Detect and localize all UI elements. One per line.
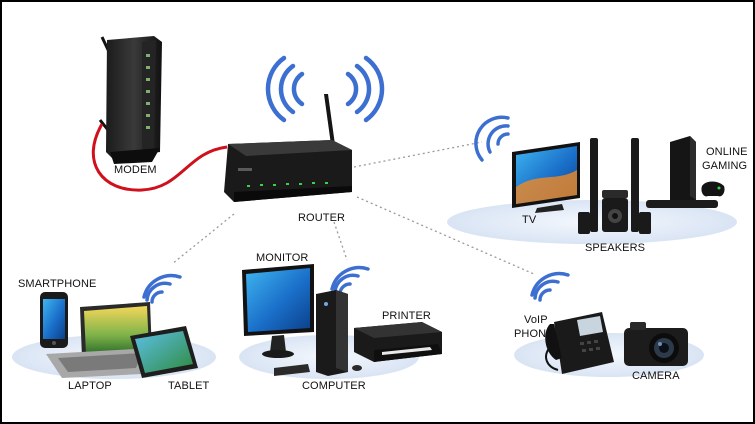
label-laptop: LAPTOP xyxy=(68,380,112,392)
game-console-icon xyxy=(646,136,725,208)
tv-icon xyxy=(512,142,580,213)
link-router-mobile xyxy=(171,213,235,265)
label-camera: CAMERA xyxy=(632,370,680,382)
label-voip-2: PHONE xyxy=(514,328,554,340)
connection-lines xyxy=(171,141,535,275)
label-modem: MODEM xyxy=(114,164,157,176)
label-router: ROUTER xyxy=(298,212,346,224)
keyboard-icon xyxy=(274,364,362,376)
printer-icon xyxy=(354,322,442,362)
wifi-signal-icon xyxy=(142,55,570,304)
link-router-office xyxy=(356,196,535,275)
label-computer: COMPUTER xyxy=(302,380,366,392)
smartphone-icon xyxy=(40,292,68,348)
label-smartphone: SMARTPHONE xyxy=(18,278,97,290)
monitor-icon xyxy=(242,264,314,358)
label-monitor: MONITOR xyxy=(256,252,309,264)
label-printer: PRINTER xyxy=(382,310,431,322)
link-router-entertainment xyxy=(353,141,483,168)
label-online-gaming-2: GAMING xyxy=(702,160,748,172)
modem-icon xyxy=(98,36,162,164)
label-tv: TV xyxy=(522,214,537,226)
tablet-icon xyxy=(130,326,198,378)
modem-router-cable xyxy=(91,123,228,192)
label-online-gaming-1: ONLINE xyxy=(706,146,748,158)
pc-tower-icon xyxy=(316,290,348,376)
camera-icon xyxy=(624,322,688,366)
voip-phone-icon xyxy=(545,312,614,374)
label-tablet: TABLET xyxy=(168,380,210,392)
label-voip-1: VoIP xyxy=(524,314,548,326)
speaker-icon xyxy=(578,138,651,234)
router-icon xyxy=(224,94,352,202)
link-router-computer xyxy=(333,221,348,261)
label-speakers: SPEAKERS xyxy=(585,242,646,254)
